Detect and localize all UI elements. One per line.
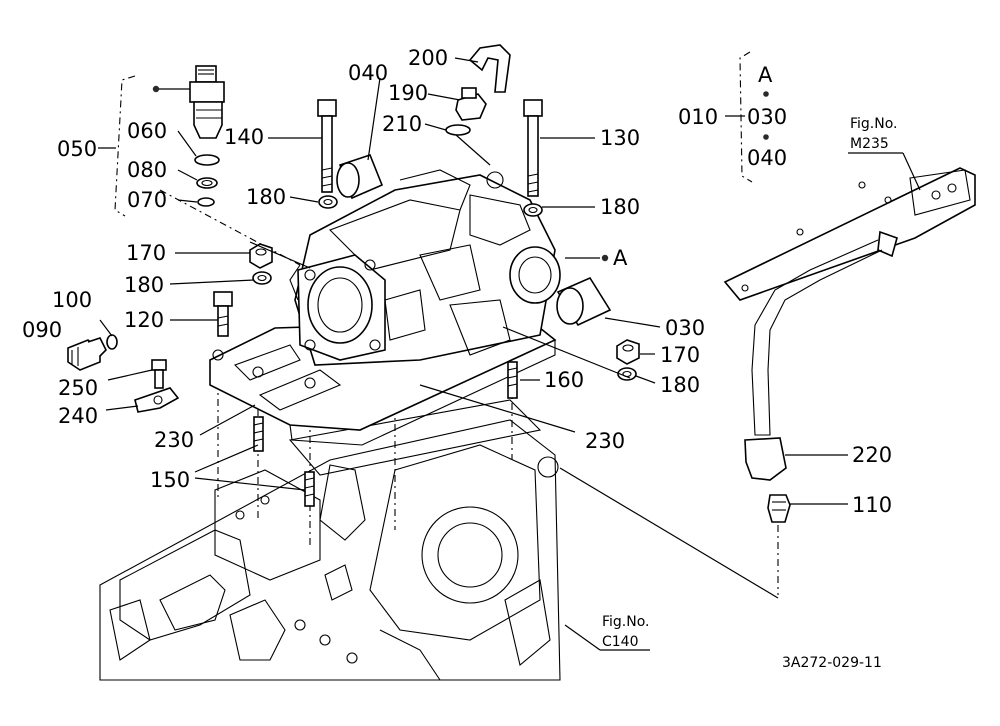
- label-180-right[interactable]: 180: [660, 373, 700, 397]
- hose-200: [468, 44, 511, 93]
- bolt-140: [317, 99, 337, 193]
- set-label-030[interactable]: 030: [747, 105, 787, 129]
- label-080[interactable]: 080: [127, 158, 167, 182]
- oring-210: [445, 124, 471, 136]
- oring-070: [197, 197, 215, 207]
- reference-label-a: A: [613, 246, 628, 270]
- label-040[interactable]: 040: [348, 61, 388, 85]
- fitting-090: [67, 337, 107, 371]
- label-220[interactable]: 220: [852, 443, 892, 467]
- label-110[interactable]: 110: [852, 493, 892, 517]
- lift-arm-bracket: [723, 167, 976, 301]
- label-140[interactable]: 140: [224, 125, 264, 149]
- label-100[interactable]: 100: [52, 288, 92, 312]
- bushing-030: [556, 276, 612, 327]
- relief-valve-050: [189, 65, 225, 139]
- label-160[interactable]: 160: [544, 368, 584, 392]
- label-230-right[interactable]: 230: [585, 429, 625, 453]
- figref-c140-title[interactable]: Fig.No.: [602, 614, 650, 630]
- label-090[interactable]: 090: [22, 318, 62, 342]
- label-170-right[interactable]: 170: [660, 343, 700, 367]
- drawing-code: 3A272-029-11: [782, 655, 882, 671]
- label-230-left[interactable]: 230: [154, 428, 194, 452]
- label-030[interactable]: 030: [665, 316, 705, 340]
- figref-c140-code[interactable]: C140: [602, 634, 639, 650]
- label-240[interactable]: 240: [58, 404, 98, 428]
- leader-lines: [99, 57, 921, 651]
- bolt-130: [523, 99, 543, 197]
- label-180-upper-left[interactable]: 180: [246, 185, 286, 209]
- bolt-250: [151, 359, 167, 389]
- label-120[interactable]: 120: [124, 308, 164, 332]
- figref-m235-code[interactable]: M235: [850, 136, 889, 152]
- bolt-120: [213, 291, 233, 337]
- washer-180-a: [318, 195, 338, 209]
- figref-m235-title[interactable]: Fig.No.: [850, 116, 898, 132]
- label-190[interactable]: 190: [388, 81, 428, 105]
- label-060[interactable]: 060: [127, 119, 167, 143]
- washer-180-b: [523, 203, 543, 217]
- label-210[interactable]: 210: [382, 112, 422, 136]
- hydraulic-cover-housing: [289, 169, 561, 366]
- label-170-left[interactable]: 170: [126, 241, 166, 265]
- label-250[interactable]: 250: [58, 376, 98, 400]
- pipe-220: [744, 230, 898, 481]
- oring-100: [106, 334, 118, 350]
- stud-160: [507, 361, 518, 399]
- fitting-190: [455, 87, 487, 121]
- washer-180-d: [617, 367, 637, 381]
- bracket-240: [134, 387, 180, 413]
- label-180-left[interactable]: 180: [124, 273, 164, 297]
- group-bracket-050: [98, 75, 160, 217]
- label-150[interactable]: 150: [150, 468, 190, 492]
- label-200[interactable]: 200: [408, 46, 448, 70]
- group-bracket-010: [739, 51, 769, 183]
- stud-150-b: [304, 471, 315, 507]
- oring-060: [194, 154, 220, 166]
- nut-170-b: [616, 339, 640, 365]
- fitting-110: [767, 494, 791, 523]
- part-labels: 040 200 190 210 140 130 180 180 050 060 …: [22, 46, 898, 671]
- set-label-a: A: [758, 63, 773, 87]
- transmission-case: [99, 399, 561, 681]
- label-010[interactable]: 010: [678, 105, 718, 129]
- label-070[interactable]: 070: [127, 188, 167, 212]
- label-130[interactable]: 130: [600, 126, 640, 150]
- nut-170-a: [249, 243, 273, 269]
- label-050[interactable]: 050: [57, 137, 97, 161]
- set-label-040[interactable]: 040: [747, 146, 787, 170]
- washer-180-c: [252, 271, 272, 285]
- label-180-upper-right[interactable]: 180: [600, 195, 640, 219]
- stud-150-a: [253, 416, 264, 452]
- washer-080: [196, 177, 218, 189]
- bushing-040: [336, 154, 384, 200]
